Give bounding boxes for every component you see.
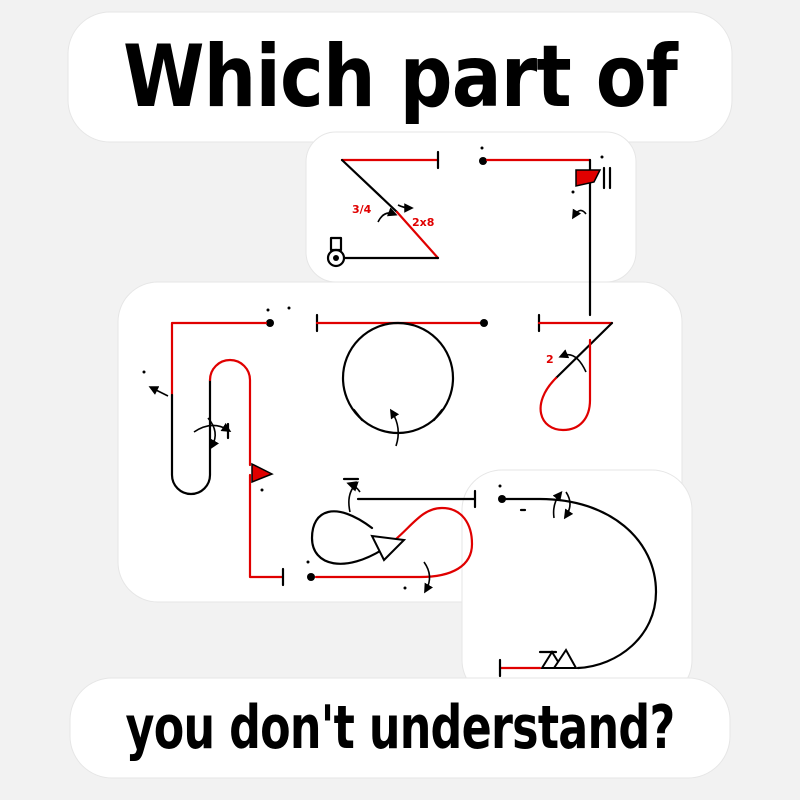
triangle-marker-icon [370,534,407,562]
top-right-section [479,146,612,317]
turn-repeat-label: 2x8 [412,216,434,229]
right-loop-section: 2 [537,313,614,432]
headline-bottom: you don't understand? [125,693,676,763]
zigzag-section: 3/4 2x8 [326,150,440,268]
left-section [142,306,291,587]
figure-eight-section [306,477,477,594]
cone-icon [251,462,274,484]
headline-top: Which part of [122,27,678,127]
flag-icon [575,169,602,187]
circle-section [315,313,488,447]
turn-fraction-label: 3/4 [352,203,372,216]
turn-count-label: 2 [546,353,554,366]
cone-icon [552,648,578,669]
bottom-right-section [498,484,658,678]
